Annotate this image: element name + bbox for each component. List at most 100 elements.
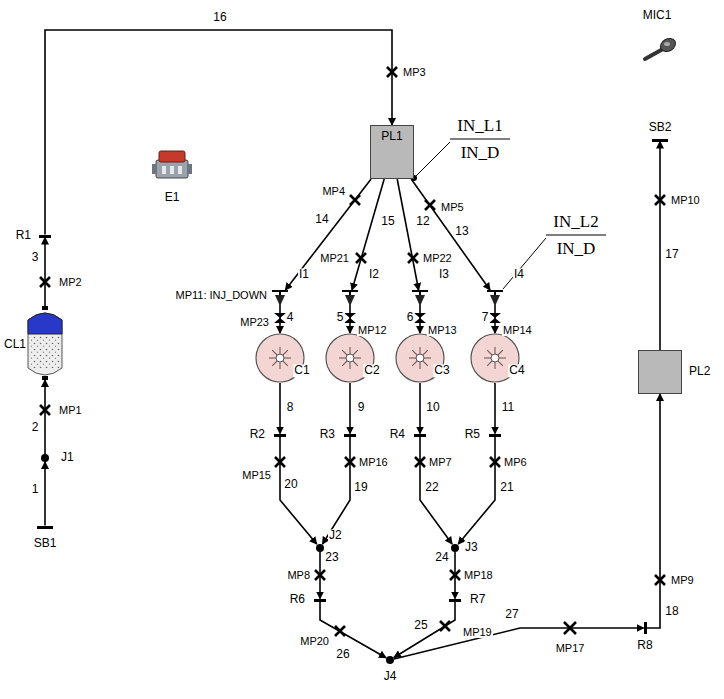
callout-text: IN_D (460, 144, 501, 163)
pipe-connector (394, 602, 455, 658)
component-label: CL1 (3, 338, 27, 351)
component-label: SB1 (33, 537, 58, 550)
pipe-number: 9 (357, 401, 366, 414)
junction-dot: J2 (316, 544, 324, 552)
measure-point-label: MP8 (286, 569, 311, 581)
measure-point-label: MP23 (239, 316, 270, 328)
engine-icon: E1 (152, 148, 192, 182)
component-label: SB2 (648, 121, 673, 134)
pipe-number: 3 (31, 251, 40, 264)
component-label: I4 (513, 268, 525, 281)
pipe-number: 21 (499, 481, 514, 494)
pipe-number: 20 (283, 478, 298, 491)
component-label: R1 (15, 229, 32, 242)
microphone-icon: MIC1 (643, 37, 677, 63)
measure-point-label: MP10 (670, 194, 701, 206)
cylinder-circle: C1 (255, 333, 305, 383)
plenum-box: PL1 (370, 125, 414, 179)
measure-point-label: MP6 (503, 456, 528, 468)
measure-point-label: MP4 (321, 185, 346, 197)
measure-point-label: MP20 (299, 635, 330, 647)
pipe-connector (320, 602, 386, 658)
plenum-box: PL2 (638, 350, 682, 394)
pipe-connector (44, 380, 46, 454)
injector-symbol: I3 (412, 290, 428, 304)
component-label: R2 (249, 428, 266, 441)
pipe-connector (280, 437, 317, 545)
component-label: J3 (464, 541, 479, 554)
measure-point-marks (40, 67, 665, 636)
measure-point-label: MP14 (502, 324, 533, 336)
junction-dot: J3 (451, 544, 459, 552)
pipe-number: 26 (335, 648, 350, 661)
component-label: C1 (293, 364, 310, 377)
injector-symbol: I1 (272, 290, 288, 304)
pipe-connector (397, 179, 418, 290)
component-label: R7 (469, 593, 486, 606)
pipe-connector (323, 437, 351, 545)
measure-point-label: MP1 (58, 404, 83, 416)
pipe-number: 11 (501, 401, 515, 414)
pipe-connector (420, 437, 452, 545)
restriction-mark: R2 (274, 434, 286, 437)
pipe-connector (349, 383, 351, 434)
measure-point-label: MP3 (402, 66, 427, 78)
component-label: I1 (298, 268, 310, 281)
pipe-number: 23 (324, 551, 339, 564)
component-label: R5 (464, 428, 481, 441)
pipe-number: 22 (424, 481, 439, 494)
restriction-mark: R1 (39, 235, 51, 238)
injector-symbol: I2 (342, 290, 358, 304)
restriction-mark: R3 (344, 434, 356, 437)
pipe-connector (285, 179, 371, 290)
pipe-number: 18 (664, 605, 679, 618)
component-label: R8 (636, 639, 653, 652)
measure-point-label: MP12 (357, 324, 388, 336)
pipe-connector (494, 383, 496, 434)
measure-point-label: MP9 (670, 574, 695, 586)
pipe-connector (45, 30, 392, 235)
cylinder-circle: C2 (325, 333, 375, 383)
bowtie-marks (274, 313, 501, 323)
pipe-number: 2 (31, 421, 40, 434)
component-label: R4 (389, 428, 406, 441)
measure-point-label: MP16 (358, 456, 389, 468)
injector-symbol: I4 (487, 290, 503, 304)
component-label: J4 (383, 670, 398, 683)
callout-leaders (415, 139, 606, 289)
pipe-number: 24 (434, 551, 449, 564)
pipe-number: 6 (406, 311, 415, 324)
measure-point-label: MP19 (462, 626, 493, 638)
pipe-connector (352, 179, 384, 290)
measure-point-label: MP21 (319, 252, 350, 264)
measure-point-label: MP5 (440, 201, 465, 213)
pipe-number: 12 (415, 215, 430, 228)
restriction-mark: R6 (314, 599, 326, 602)
component-label: I3 (438, 268, 450, 281)
measure-point-label: MP18 (463, 569, 494, 581)
pipe-connector (458, 437, 495, 545)
air-cleaner: CL1 (27, 306, 63, 380)
component-label: C3 (433, 364, 450, 377)
component-label: MIC1 (642, 9, 673, 22)
junction-dot: J4 (386, 656, 394, 664)
pipe-connector (44, 238, 46, 307)
component-label: E1 (164, 191, 181, 204)
pipe-connector (647, 394, 661, 628)
pipe-connector (419, 383, 421, 434)
callout-text: IN_L1 (456, 117, 503, 136)
measure-point-label: MP7 (428, 456, 453, 468)
pipe-number: 7 (481, 311, 490, 324)
junction-dot: J1 (41, 454, 49, 462)
pipe-connector (394, 628, 644, 659)
component-label: R3 (319, 428, 336, 441)
restriction-mark: R4 (414, 434, 426, 437)
pipe-number: 17 (664, 248, 679, 261)
component-label: PL2 (688, 365, 711, 378)
component-label: R6 (289, 593, 306, 606)
pipe-connector (411, 179, 490, 290)
pipe-number: 4 (286, 311, 295, 324)
component-label: C4 (508, 364, 525, 377)
component-label: I2 (368, 268, 380, 281)
